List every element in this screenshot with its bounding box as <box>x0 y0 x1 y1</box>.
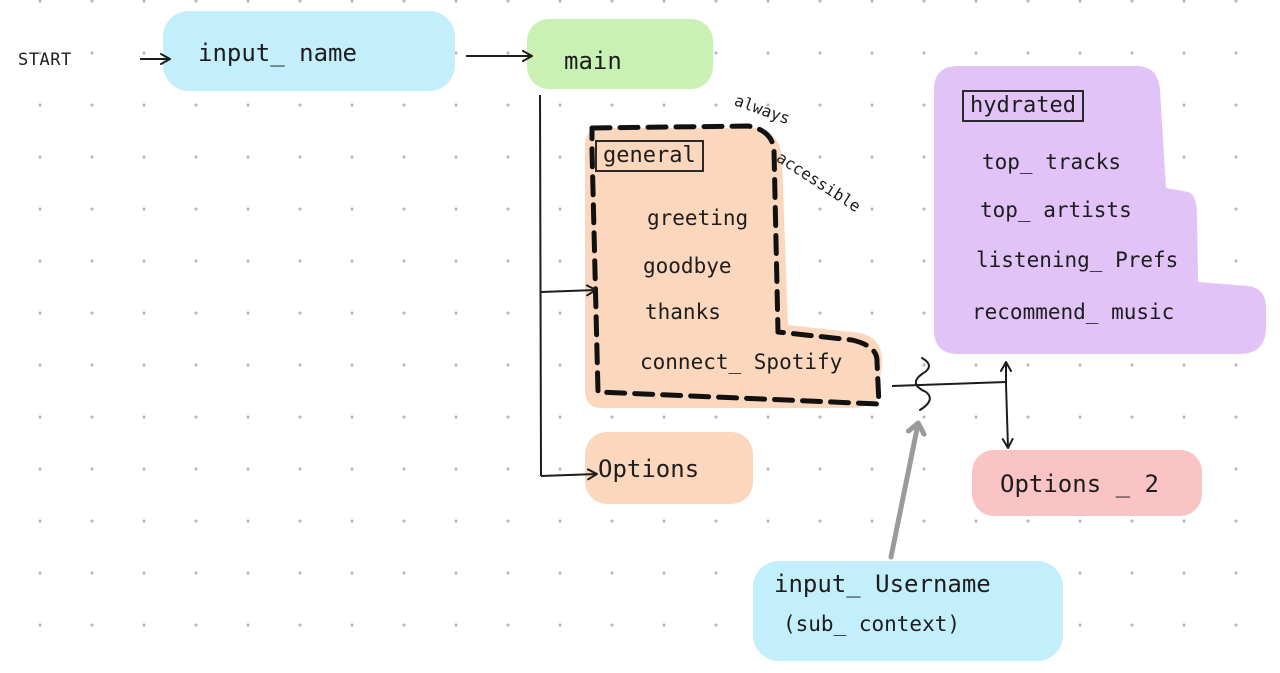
arrow-username-to-junction <box>888 424 918 560</box>
hydrated-item-listening-prefs: listening_ Prefs <box>976 248 1179 272</box>
input-username-label: input_ Username <box>774 570 991 598</box>
general-box <box>585 128 883 408</box>
arrow-main-to-general <box>540 284 597 297</box>
general-item-greeting: greeting <box>647 206 749 230</box>
input-name-box <box>163 11 455 91</box>
always-accessible-boundary <box>589 123 882 407</box>
arrow-main-to-options <box>540 468 598 481</box>
general-title: general <box>595 140 704 172</box>
main-box <box>527 19 713 89</box>
general-item-connect-spotify: connect_ Spotify <box>640 350 843 374</box>
hydrated-item-top-artists: top_ artists <box>980 198 1132 222</box>
hydrated-box <box>934 66 1266 354</box>
squiggle-junction <box>915 357 931 411</box>
sub-context-label: (sub_ context) <box>783 612 961 636</box>
main-label: main <box>564 47 622 75</box>
arrow-to-options-2 <box>1001 383 1014 449</box>
hydrated-item-recommend-music: recommend_ music <box>972 300 1175 324</box>
options-label: Options <box>598 455 700 483</box>
start-label: START <box>18 50 72 70</box>
hydrated-item-top-tracks: top_ tracks <box>982 150 1122 174</box>
input-username-box <box>753 561 1063 661</box>
general-item-thanks: thanks <box>645 300 721 324</box>
spotify-connector-line <box>891 381 1007 387</box>
hydrated-title: hydrated <box>962 90 1084 122</box>
options-2-label: Options _ 2 <box>1000 470 1159 498</box>
main-trunk-line <box>539 94 542 477</box>
input-name-label: input_ name <box>198 39 357 67</box>
general-item-goodbye: goodbye <box>643 254 732 278</box>
options-box <box>585 432 753 504</box>
options-2-box <box>972 450 1202 516</box>
